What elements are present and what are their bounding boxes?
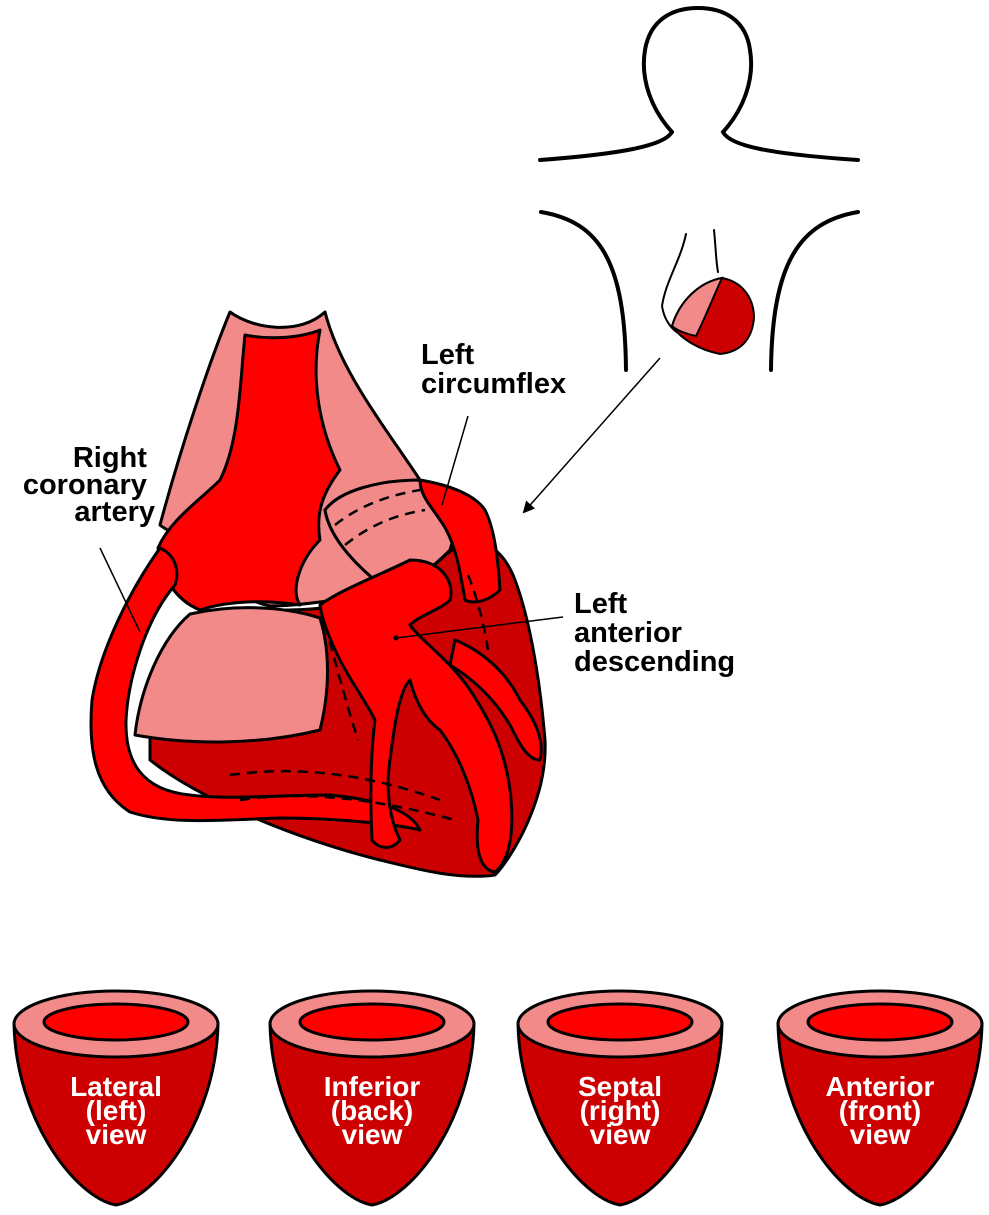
lad-point <box>394 636 399 641</box>
ventricle-view-lateral: Lateral(left)view <box>14 991 218 1205</box>
view-label-line: view <box>590 1119 651 1150</box>
label-line: Left <box>574 588 628 620</box>
label-line: anterior <box>574 617 682 649</box>
neck-shoulder-left <box>540 132 672 160</box>
ventricle-view-anterior: Anterior(front)view <box>778 991 982 1205</box>
label-line: artery <box>74 496 155 528</box>
small-heart-vessel-right <box>714 230 718 272</box>
label-line: descending <box>574 646 735 678</box>
view-label-line: view <box>342 1119 403 1150</box>
right-atrium <box>135 608 328 742</box>
label-left-circumflex: Left circumflex <box>421 339 566 400</box>
ventricle-cup-cavity <box>548 1004 692 1040</box>
label-right-coronary-artery: Right coronary artery <box>23 442 155 528</box>
head-outline <box>644 8 858 160</box>
view-label-line: view <box>850 1119 911 1150</box>
view-label: Septal(right)view <box>578 1071 662 1150</box>
chest-right-outline <box>771 212 858 370</box>
ventricle-cup-cavity <box>44 1004 188 1040</box>
label-line: circumflex <box>421 368 566 400</box>
label-left-anterior-descending: Left anterior descending <box>574 588 735 678</box>
ventricle-cup-cavity <box>300 1004 444 1040</box>
ventricle-view-inferior: Inferior(back)view <box>270 991 474 1205</box>
label-line: Left <box>421 339 475 371</box>
ventricle-views-row: Lateral(left)view Inferior(back)view Septa… <box>14 991 982 1205</box>
view-label-line: view <box>86 1119 147 1150</box>
ventricle-cup-cavity <box>808 1004 952 1040</box>
chest-left-outline <box>541 212 626 370</box>
ventricle-view-septal: Septal(right)view <box>518 991 722 1205</box>
small-heart-icon <box>672 278 754 354</box>
